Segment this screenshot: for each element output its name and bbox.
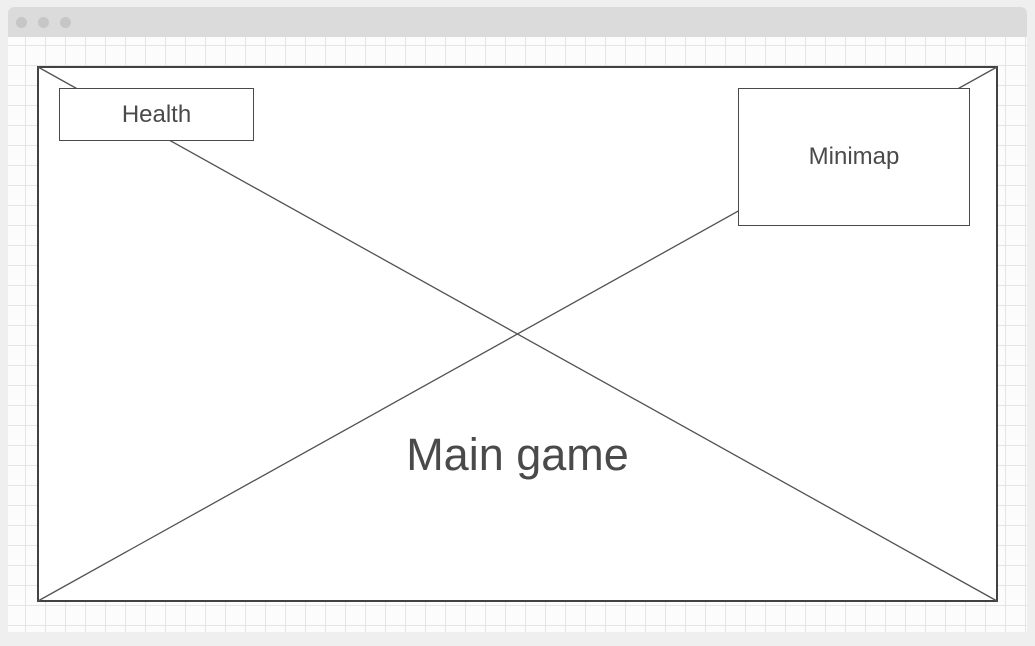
health-label: Health (121, 100, 192, 128)
minimap-box[interactable]: Minimap (738, 88, 970, 226)
health-box[interactable]: Health (59, 88, 254, 141)
wireframe-canvas: Main game Health Minimap (8, 37, 1027, 632)
window-titlebar (8, 7, 1027, 37)
window-control-dot-icon[interactable] (38, 16, 49, 28)
window-control-dot-icon[interactable] (60, 16, 71, 28)
minimap-label: Minimap (808, 143, 900, 170)
window-control-dot-icon[interactable] (16, 16, 27, 28)
browser-window: Main game Health Minimap (8, 7, 1027, 632)
